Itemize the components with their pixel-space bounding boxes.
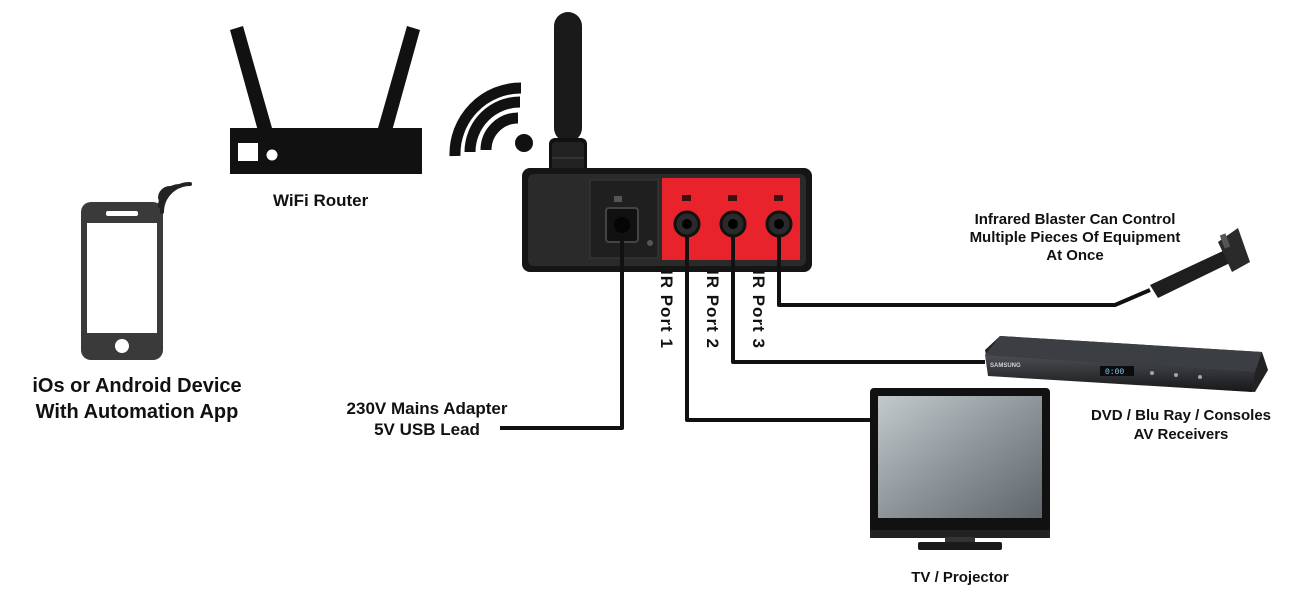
ir-port-2-label: IR Port 2 [703,270,722,349]
tv-label: TV / Projector [911,569,1009,586]
power-label-line2: 5V USB Lead [374,420,480,439]
ir-port-1-label: IR Port 1 [657,270,676,349]
power-label-line1: 230V Mains Adapter [346,399,508,418]
dvd-label-line1: DVD / Blu Ray / Consoles [1090,407,1272,424]
tv-device [870,388,1050,550]
smartphone-icon [81,202,163,360]
dvd-label: DVD / Blu Ray / Consoles AV Receivers [1065,406,1297,444]
power-cable [500,238,624,430]
phone-label: iOs or Android Device With Automation Ap… [6,373,268,425]
phone-label-line2: With Automation App [35,401,239,423]
ir-port-3-label: IR Port 3 [749,270,768,349]
wifi-signal-icon [449,82,522,157]
power-label: 230V Mains Adapter 5V USB Lead [318,398,536,440]
dvd-brand: SAMSUNG [990,363,1021,369]
router-icon [230,26,422,174]
wifi-signal-icon [158,182,192,214]
ir-port-1-cable [685,236,870,422]
ir-blaster-label: Infrared Blaster Can Control Multiple Pi… [930,211,1220,265]
ir-port-3-cable [777,236,1151,307]
wifi-dot [515,134,533,152]
ir-port-2-cable [731,236,985,364]
ir-hub-device [522,168,812,272]
ir-blaster-device [1150,228,1250,298]
dvd-label-line2: AV Receivers [1133,426,1229,443]
dvd-display: 0:00 [1105,368,1124,377]
ir-blaster-label-line1: Infrared Blaster Can Control [974,211,1176,228]
phone-label-line1: iOs or Android Device [32,375,242,397]
router-label: WiFi Router [273,191,369,210]
ir-blaster-label-line3: At Once [1046,247,1104,264]
ir-blaster-label-line2: Multiple Pieces Of Equipment [969,229,1181,246]
dvd-player-device: SAMSUNG 0:00 [985,336,1268,392]
